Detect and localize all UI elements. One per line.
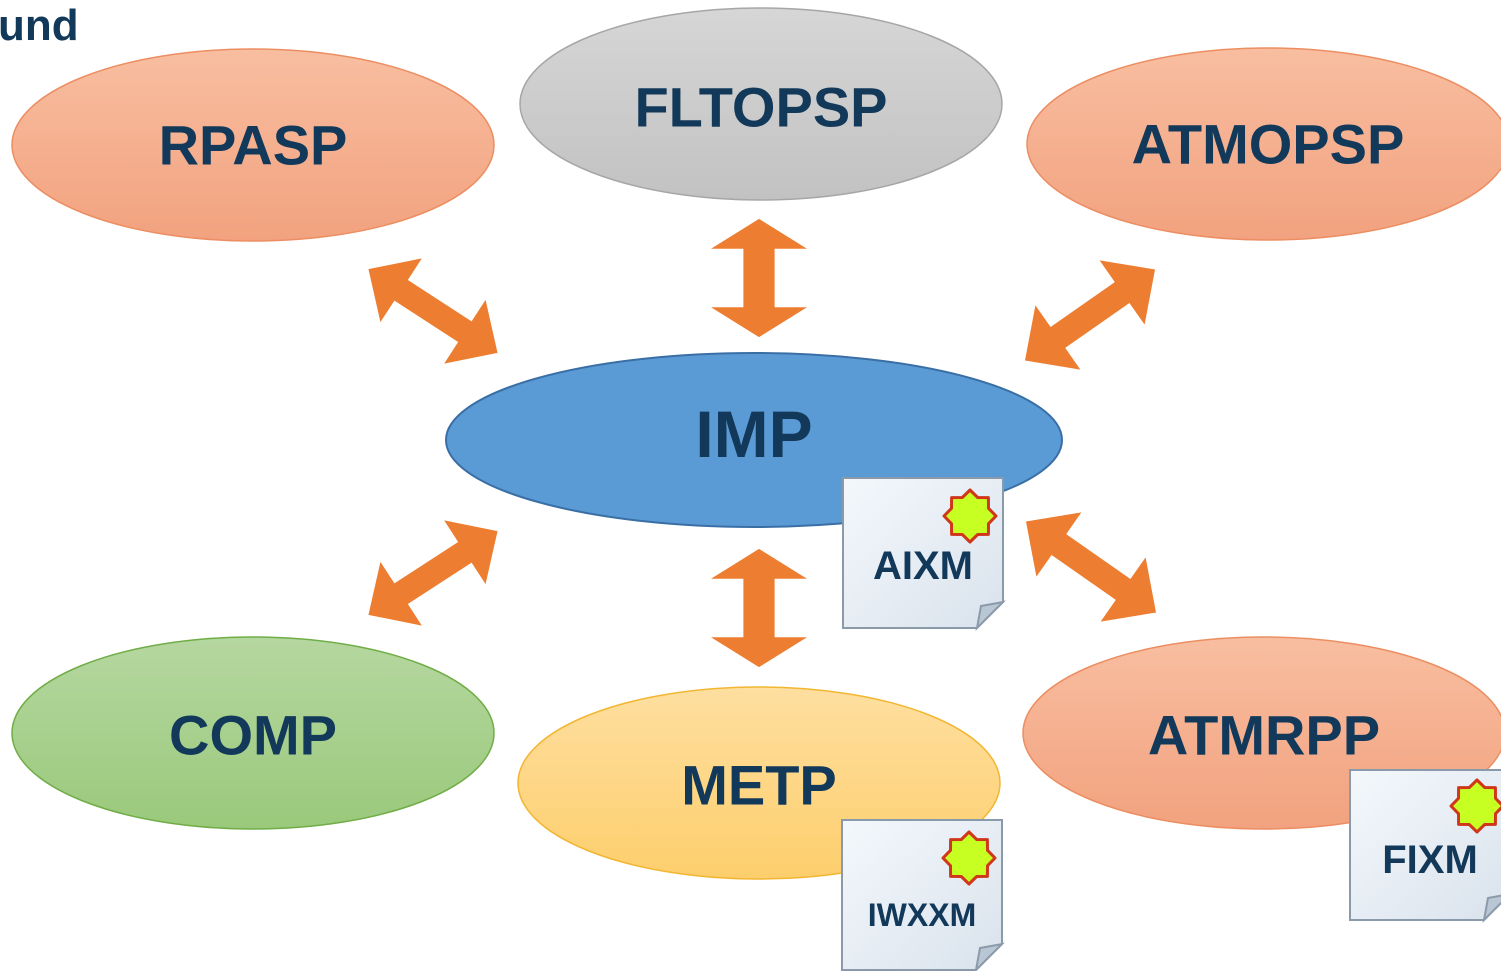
node-comp: COMP	[11, 636, 495, 830]
node-fltopsp: FLTOPSP	[519, 7, 1003, 201]
doc-aixm: AIXM	[842, 477, 1004, 629]
doc-iwxxm: IWXXM	[841, 819, 1003, 971]
node-comp-label: COMP	[169, 704, 337, 767]
arrow-atmopsp-imp	[1002, 237, 1178, 393]
node-atmopsp-label: ATMOPSP	[1132, 113, 1405, 176]
node-atmopsp: ATMOPSP	[1026, 47, 1501, 241]
doc-fixm-label: FIXM	[1382, 838, 1478, 882]
node-rpasp: RPASP	[11, 48, 495, 242]
arrow-fltopsp-imp	[711, 218, 807, 338]
doc-aixm-label: AIXM	[873, 544, 973, 588]
doc-iwxxm-label: IWXXM	[868, 897, 976, 933]
node-imp-label: IMP	[695, 397, 812, 471]
node-atmrpp-label: ATMRPP	[1148, 704, 1380, 767]
partial-title: und	[0, 1, 79, 50]
node-fltopsp-label: FLTOPSP	[634, 76, 887, 139]
arrow-rpasp-imp	[347, 237, 519, 385]
arrow-comp-imp	[347, 499, 519, 647]
doc-fixm: FIXM	[1349, 769, 1501, 921]
arrow-atmrpp-imp	[1003, 489, 1179, 645]
node-rpasp-label: RPASP	[159, 114, 348, 177]
star-badge-icon	[942, 488, 998, 544]
arrow-metp-imp	[711, 548, 807, 668]
star-badge-icon	[1449, 778, 1501, 834]
star-badge-icon	[941, 830, 997, 886]
node-metp-label: METP	[681, 754, 837, 817]
